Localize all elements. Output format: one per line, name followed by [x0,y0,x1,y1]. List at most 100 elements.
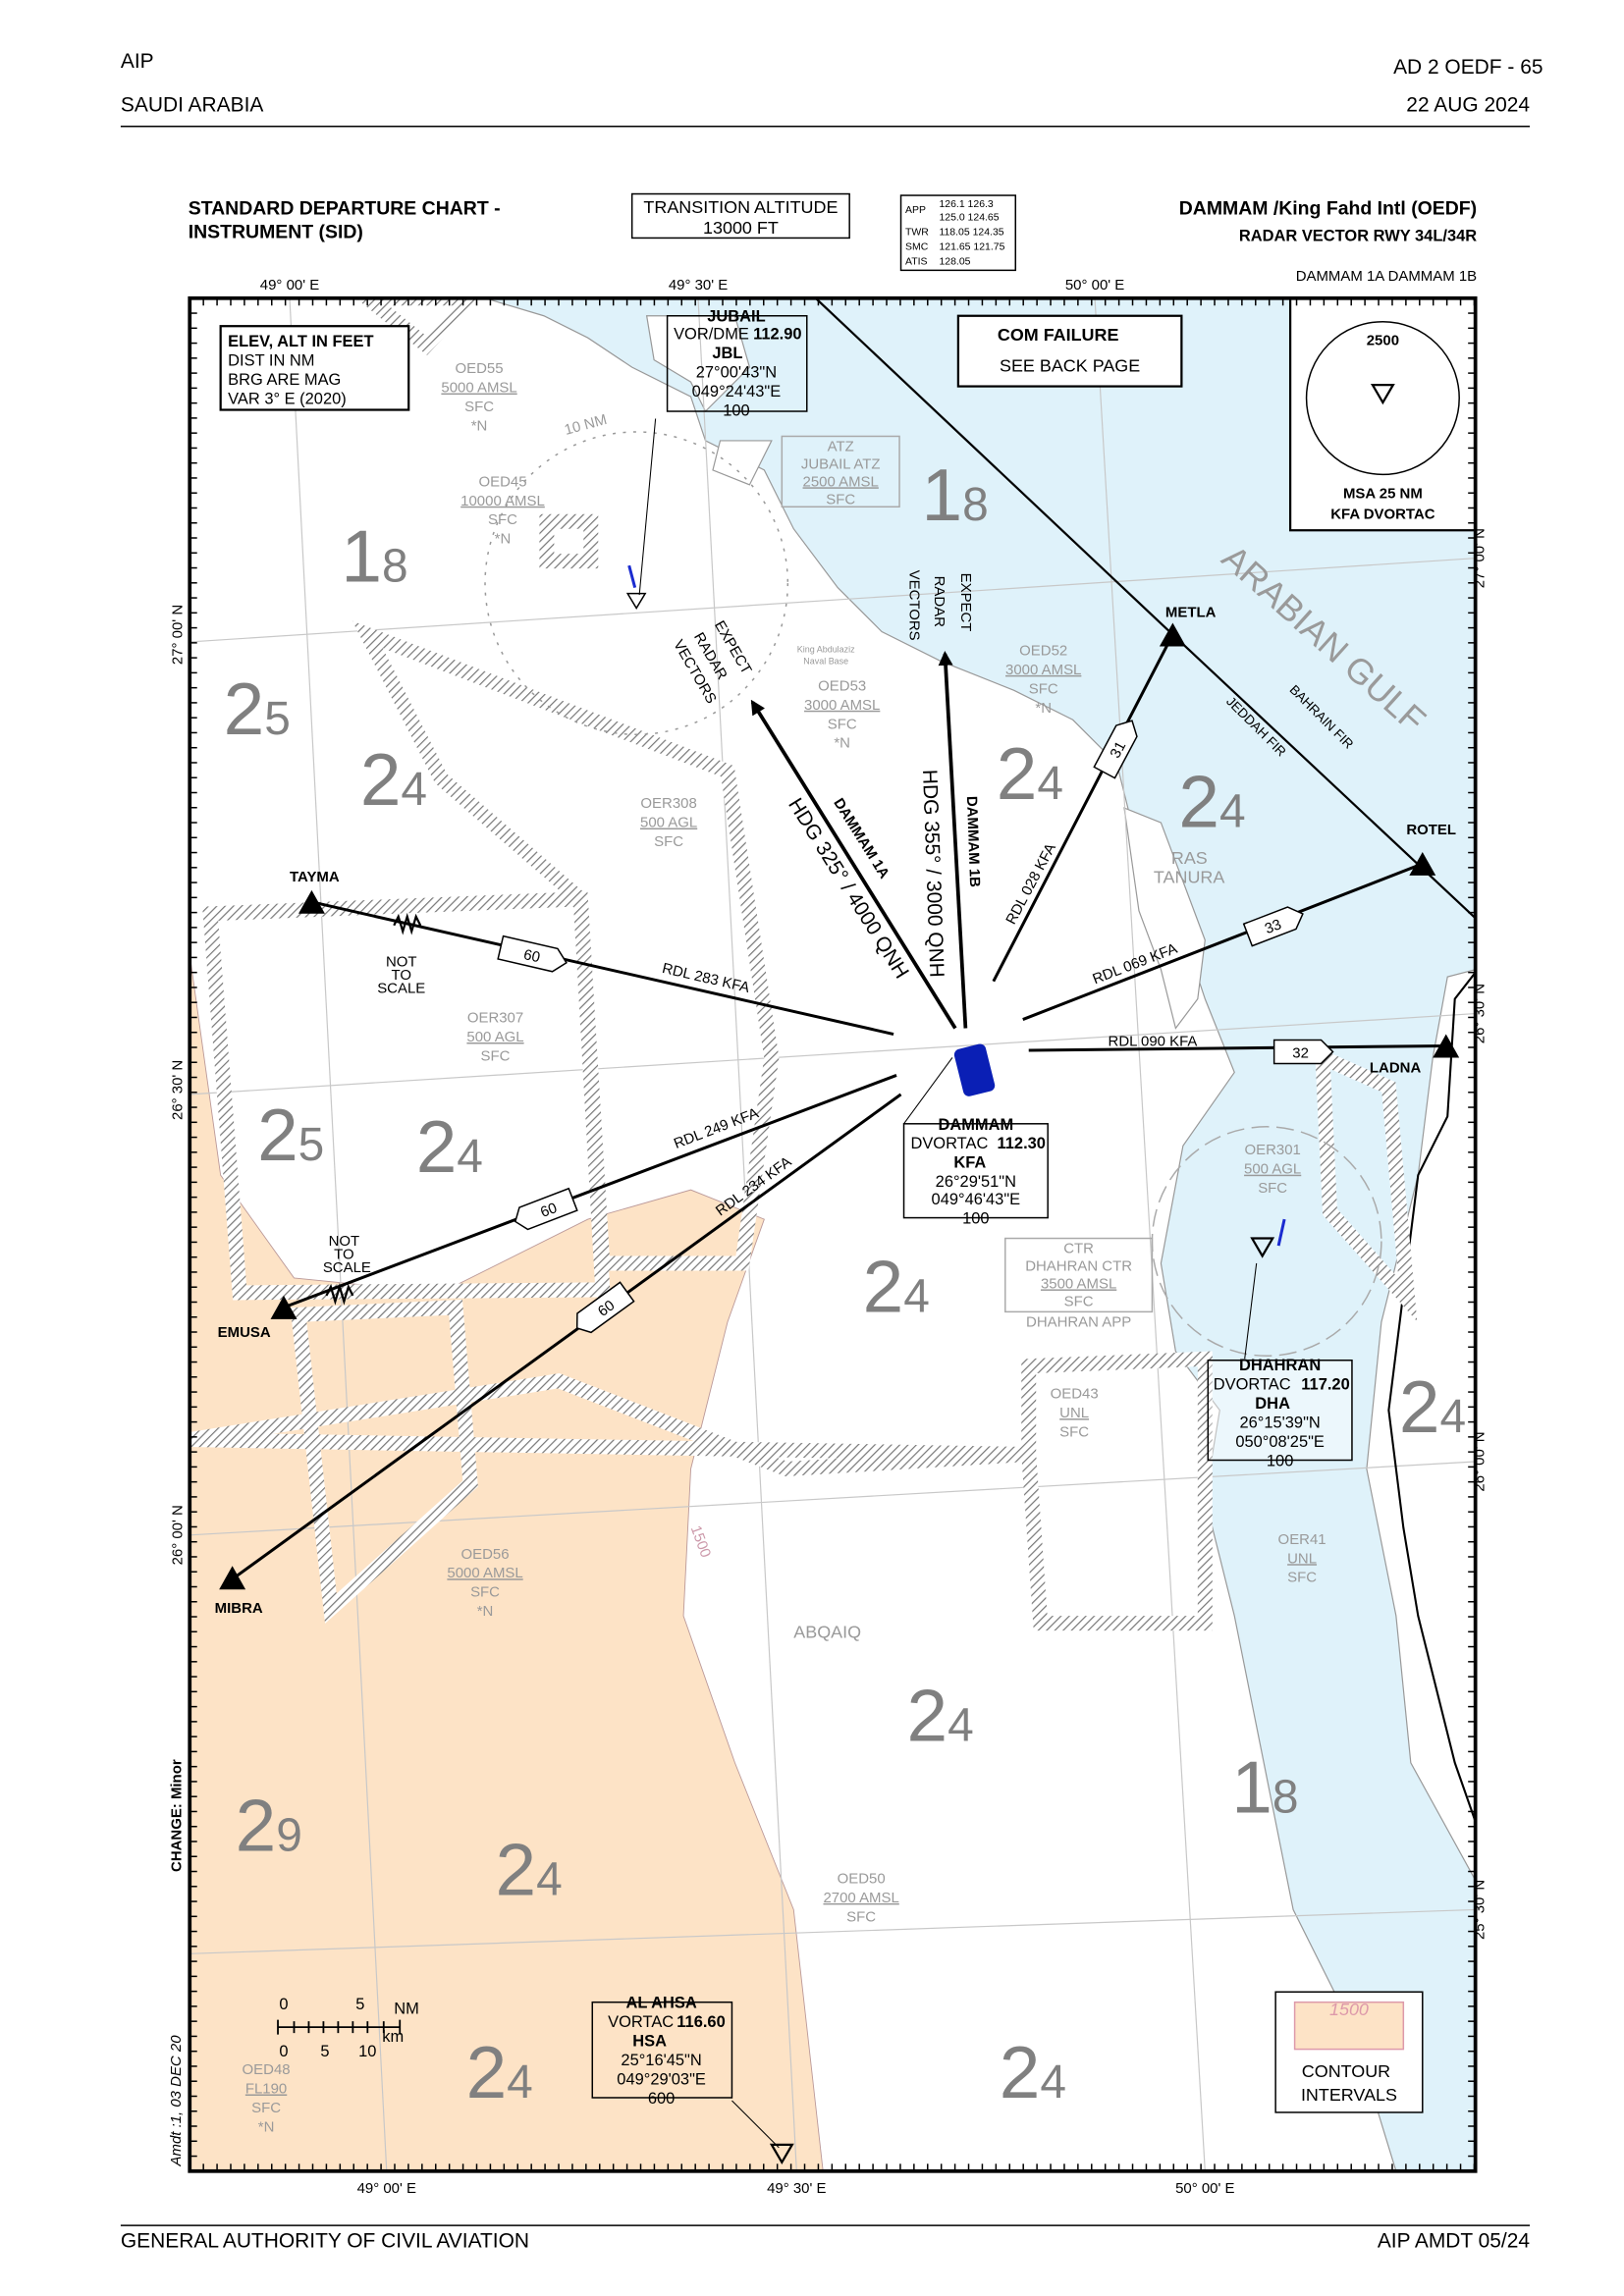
svg-text:SFC: SFC [481,1047,511,1064]
header-country: SAUDI ARABIA [121,94,263,117]
svg-text:*N: *N [495,531,512,548]
freq-value: 128.05 [939,256,970,267]
grid-mora: 24 [360,738,427,821]
svg-text:5000 AMSL: 5000 AMSL [447,1565,522,1581]
navaid-jubail[interactable]: JUBAIL VOR/DME 112.90 JBL 27°00'43"N 049… [625,308,808,610]
route-rdl069-rotel[interactable] [1022,862,1424,1021]
freq-service: SMC [905,241,929,252]
svg-text:*N: *N [258,2118,275,2135]
route-rdl090-ladna[interactable] [1028,1043,1446,1052]
waypoint-triangle-icon [298,889,325,914]
svg-text:SFC: SFC [1059,1424,1089,1441]
vor-dme-icon [625,592,647,610]
change-note: CHANGE: Minor [168,1759,185,1872]
scale-tick: 0 [279,1996,288,2013]
distance-boxes: 60 60 60 31 33 32 [497,720,1334,1334]
header-date: 22 AUG 2024 [1406,94,1530,117]
waypoint-label: ROTEL [1406,822,1456,838]
route-rdl028-metla[interactable] [992,633,1174,983]
navaid-type: DVORTAC [910,1135,988,1152]
navaid-elevation: 100 [1267,1452,1293,1469]
freq-value: 126.1 126.3 [939,199,993,210]
navaid-elevation: 100 [723,402,749,420]
navaid-dammam[interactable]: DAMMAM DVORTAC 112.30 KFA 26°29'51"N 049… [902,1057,1049,1228]
not-to-scale: SCALE [377,981,425,997]
waypoint-ladna[interactable]: LADNA [1370,1034,1460,1077]
grid-mora: 24 [1399,1365,1466,1448]
dvortac-icon [1250,1237,1275,1258]
distance-rotel: 33 [1263,916,1284,937]
navaid-latitude: 26°29'51"N [936,1173,1016,1191]
lon-label: 49° 00' E [260,277,319,294]
distance-mibra: 60 [595,1297,618,1320]
dvortac-icon [1370,383,1395,405]
restricted-area-oed56 [290,1300,478,1624]
distance-tayma: 60 [522,946,542,966]
svg-text:OED53: OED53 [818,677,866,694]
waypoint-rotel[interactable]: ROTEL [1406,822,1456,876]
scale-bar: 0 5 NM km 0 5 10 [277,1996,419,2060]
svg-text:SFC: SFC [251,2100,281,2116]
route-dammam-1b[interactable] [938,650,968,1029]
contour-label: CONTOUR [1302,2061,1390,2081]
runway-icon[interactable] [953,1042,997,1097]
waypoint-triangle-icon [270,1295,298,1319]
restricted-area-oer308 [352,620,780,1271]
navaid-type: VOR/DME [674,326,749,344]
svg-text:OED52: OED52 [1019,642,1067,659]
waypoint-tayma[interactable]: TAYMA [290,869,340,914]
waypoint-triangle-icon [1159,622,1186,647]
dhahran-runway-icon [1276,1218,1286,1247]
svg-text:ATZ: ATZ [828,438,854,454]
label-rdl090: RDL 090 KFA [1109,1033,1198,1049]
not-to-scale-break-icon [393,912,422,935]
navaid-name: AL AHSA [626,1995,697,2012]
lat-label: 25° 30' N [1472,1880,1489,1940]
page-footer: GENERAL AUTHORITY OF CIVIL AVIATION AIP … [120,2224,1531,2253]
scale-unit: NM [394,2001,419,2018]
svg-text:10000 AMSL: 10000 AMSL [460,493,545,509]
distance-metla: 31 [1107,739,1129,762]
waypoint-metla[interactable]: METLA [1159,605,1217,647]
chart-subtitle: INSTRUMENT (SID) [189,221,363,242]
navaid-alahsa[interactable]: AL AHSA VORTAC 116.60 HSA 25°16'45"N 049… [591,1995,794,2165]
restricted-area-oed55 [355,297,481,355]
grid-mora: 24 [496,1828,563,1910]
route-rdl249-emusa[interactable] [283,1074,897,1309]
waypoints: TAYMA EMUSA MIBRA METLA ROTEL LADNA [215,605,1460,1617]
scale-tick: 5 [355,1996,364,2013]
svg-text:UNL: UNL [1287,1550,1317,1567]
navaid-dhahran[interactable]: DHAHRAN DVORTAC 117.20 DHA 26°15'39"N 05… [1207,1237,1353,1470]
footer-amendment: AIP AMDT 05/24 [1378,2230,1531,2253]
restricted-area-oed45 [539,513,599,569]
label-expect: EXPECT [957,573,974,632]
not-to-scale: SCALE [323,1259,371,1276]
page-header: AIP SAUDI ARABIA AD 2 OEDF - 65 22 AUG 2… [120,50,1543,128]
svg-text:OED56: OED56 [461,1546,510,1563]
chart-title-block: STANDARD DEPARTURE CHART - INSTRUMENT (S… [189,192,1477,285]
route-rdl234-mibra[interactable] [231,1093,902,1580]
svg-text:OER307: OER307 [467,1010,523,1027]
svg-text:DHAHRAN CTR: DHAHRAN CTR [1025,1257,1132,1274]
contour-label: INTERVALS [1301,2085,1397,2105]
grid-mora: 25 [257,1094,324,1176]
transition-altitude-box [630,192,850,240]
waypoint-mibra[interactable]: MIBRA [215,1566,263,1617]
vortac-icon [769,2143,794,2165]
navaid-name: DAMMAM [938,1116,1013,1134]
frame-ticks [189,297,1476,2171]
grid-mora: 24 [997,732,1063,815]
note-text: DIST IN NM [228,352,314,370]
svg-text:OER308: OER308 [640,795,696,812]
naval-base-label: Naval Base [803,656,848,666]
svg-text:SFC: SFC [1064,1293,1094,1309]
ras-tanura-peninsula [1123,807,1206,1030]
not-to-scale: NOT [329,1233,360,1250]
waypoint-emusa[interactable]: EMUSA [218,1295,298,1341]
route-dammam-1a[interactable] [750,699,957,1030]
svg-text:SFC: SFC [826,491,855,507]
grid-mora: 24 [863,1245,930,1327]
